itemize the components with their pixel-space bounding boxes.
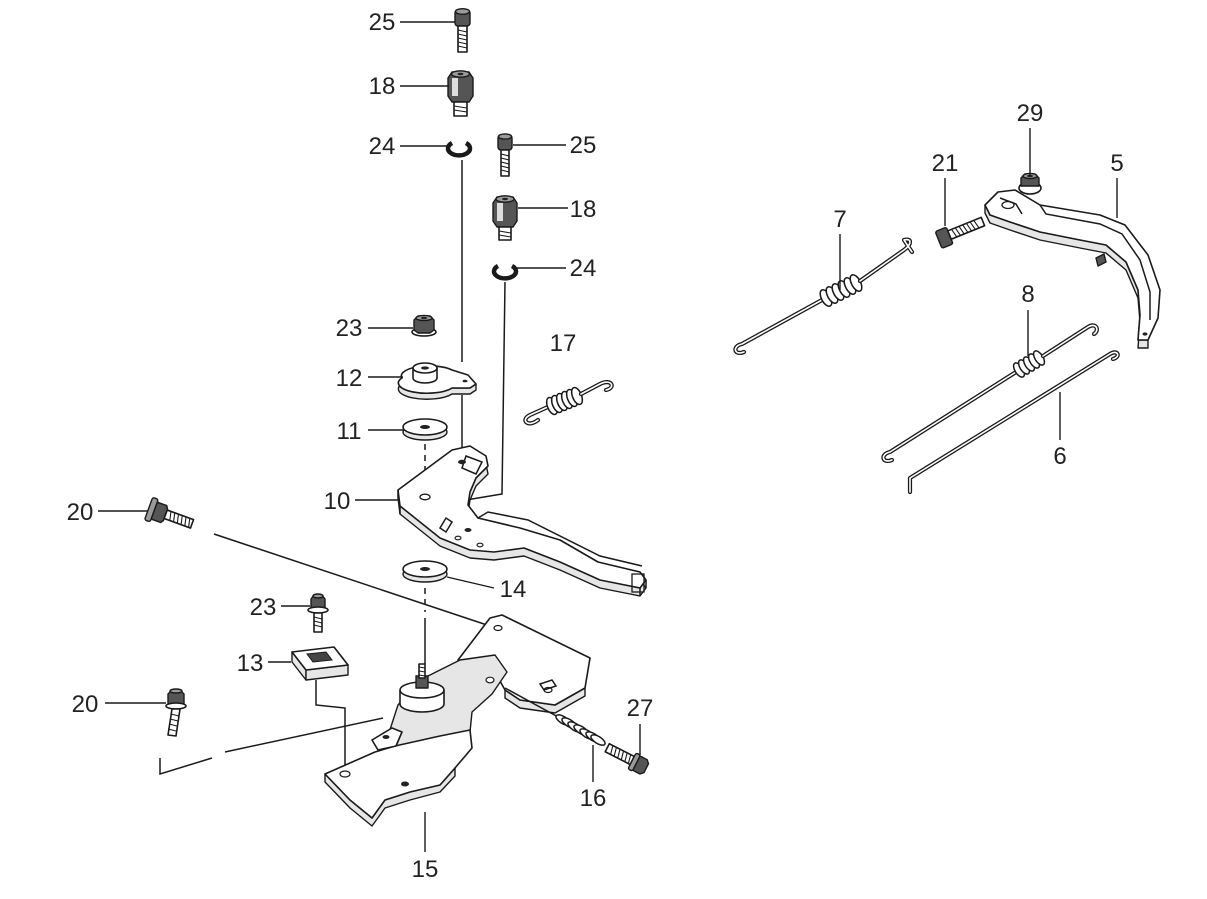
part-screw-25-top [454,7,471,53]
callout-25-right: 25 [570,132,597,159]
part-spring-17 [523,380,614,426]
part-nut-23 [411,314,437,337]
part-e-clip-24-top [445,141,473,158]
callout-23-top: 23 [336,315,363,342]
part-spring-rod-8 [881,323,1099,463]
callout-10: 10 [324,488,351,515]
callout-16: 16 [580,785,607,812]
callout-24-right: 24 [570,255,597,282]
callout-15: 15 [412,856,439,883]
part-lever-arm-5 [984,189,1161,349]
assembly-line [159,757,213,776]
leader-lines [98,21,1118,852]
part-spacer-18-right [492,195,518,241]
part-bolt-20-upper [144,497,195,529]
callout-18-top: 18 [369,73,396,100]
callout-12: 12 [336,365,363,392]
part-spring-rod-7 [733,237,915,355]
callout-labels: 25 18 24 25 18 24 23 12 11 10 17 20 14 2… [67,9,1124,883]
callout-24-top: 24 [369,133,396,160]
callout-21: 21 [932,150,959,177]
callout-8: 8 [1021,281,1034,308]
assembly-line [213,533,497,629]
part-bolt-20-lower [165,688,187,737]
part-nut-29 [1018,172,1042,195]
callout-17: 17 [550,330,577,357]
part-bolt-27 [604,742,650,775]
part-washer-11 [402,418,448,441]
callout-6: 6 [1053,443,1066,470]
callout-25-top: 25 [369,9,396,36]
part-e-clip-24-right [491,264,519,281]
part-bolt-21 [935,216,986,249]
assembly-line [465,281,506,501]
callout-20-upper: 20 [67,499,94,526]
callout-20-lower: 20 [72,691,99,718]
assembly-line [315,680,346,770]
part-bolt-23-lower [307,593,329,633]
part-rod-6 [907,350,1120,495]
part-screw-25-right [497,133,513,177]
part-clip-13 [291,646,349,681]
callout-14: 14 [500,576,527,603]
callout-23-lower: 23 [250,594,277,621]
callout-13: 13 [237,650,264,677]
callout-5: 5 [1110,150,1123,177]
callout-18-right: 18 [570,196,597,223]
part-spacer-18-top [447,70,474,117]
part-cam-plate-12 [397,362,477,400]
assembly-line [224,717,384,753]
leader-line-14 [446,576,495,589]
callout-11: 11 [337,418,362,445]
callout-29: 29 [1017,100,1044,127]
part-lever-plate-10 [397,445,647,597]
callout-7: 7 [833,206,846,233]
callout-27: 27 [627,695,654,722]
part-spring-16 [504,687,606,746]
part-washer-14 [402,560,448,583]
part-bracket-15 [324,614,591,827]
